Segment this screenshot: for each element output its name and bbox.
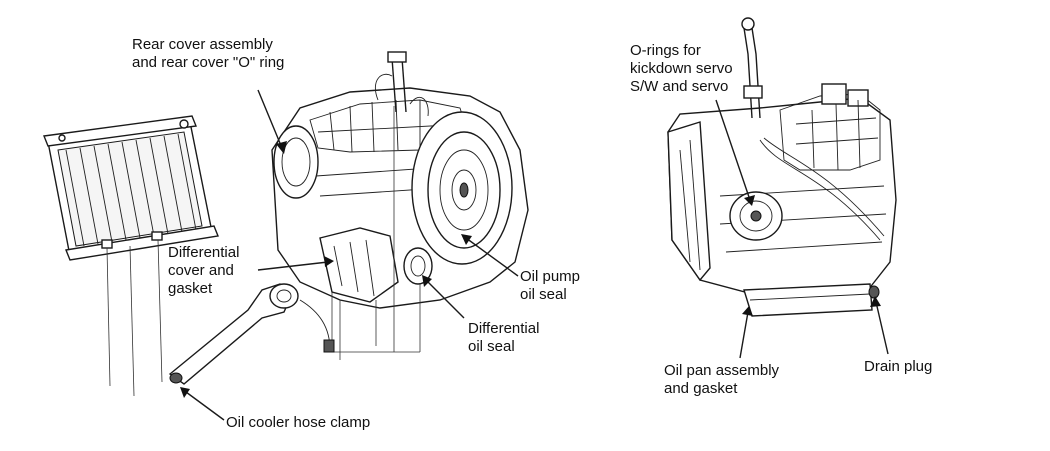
radiator (43, 115, 219, 397)
label-oil-pump-seal: Oil pump oil seal (520, 268, 581, 303)
label-differential-seal: Differential oil seal (468, 320, 540, 355)
label-drain-plug: Drain plug (864, 358, 933, 375)
label-rear-cover: Rear cover assembly and rear cover "O" r… (132, 36, 285, 71)
label-o-rings: O-rings for kickdown servo S/W and servo (630, 42, 733, 95)
leader-lines (180, 89, 889, 421)
transaxle-right (667, 17, 897, 317)
label-differential-cover: Differential cover and gasket (168, 244, 240, 297)
label-oil-cooler-clamp: Oil cooler hose clamp (226, 414, 371, 431)
transaxle-left (168, 51, 529, 385)
label-oil-pan: Oil pan assembly and gasket (664, 362, 780, 397)
